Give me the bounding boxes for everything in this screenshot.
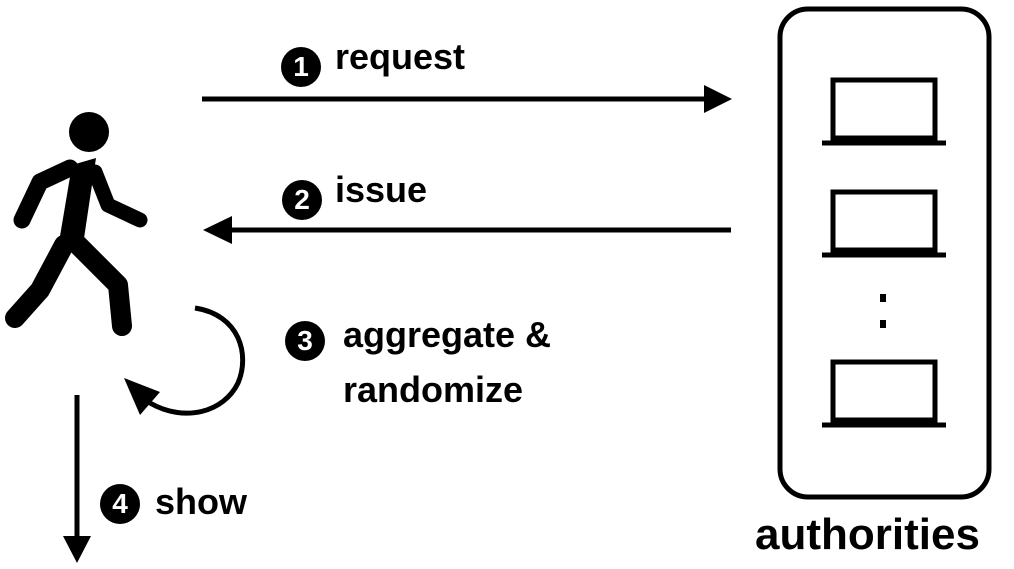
laptop-icon	[822, 189, 946, 258]
ellipsis-dots	[880, 294, 886, 328]
step-3-badge: 3	[285, 321, 325, 361]
step-2-label: issue	[335, 169, 428, 210]
step-1-label: request	[335, 36, 466, 77]
authorities-label: authorities	[755, 510, 980, 559]
step-3-label-line2: randomize	[343, 369, 524, 410]
step-4-badge: 4	[100, 484, 140, 524]
step-2-badge: 2	[282, 180, 322, 220]
walking-person-icon	[5, 112, 148, 336]
step-3-label-line1: aggregate &	[343, 314, 552, 355]
laptop-icon	[822, 77, 946, 146]
authorities-container	[777, 6, 992, 500]
show-arrow	[63, 395, 91, 563]
step-1-badge: 1	[281, 47, 321, 87]
laptop-icon	[822, 359, 946, 428]
aggregate-loop-arrow	[124, 305, 246, 416]
request-arrow	[202, 85, 732, 113]
issue-arrow	[203, 216, 731, 244]
step-4-label: show	[155, 481, 248, 522]
